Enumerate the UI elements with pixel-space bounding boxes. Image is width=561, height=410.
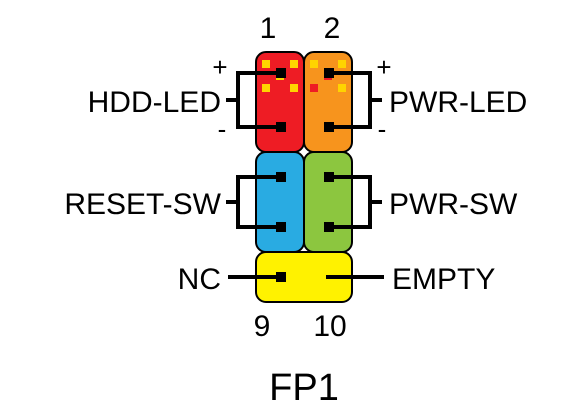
nc-label: NC xyxy=(178,263,221,296)
hdd-led-plus-marker: + xyxy=(212,52,227,82)
pwr-led-plus-marker: + xyxy=(376,52,391,82)
right-connector-lines xyxy=(326,71,384,279)
reset-sw-label: RESET-SW xyxy=(64,188,221,221)
pwr-sw-pin-block xyxy=(303,151,353,253)
hdd-led-label: HDD-LED xyxy=(88,86,221,119)
pin-number-2: 2 xyxy=(324,12,341,45)
reset-sw-pin-block xyxy=(255,151,305,253)
left-connector-lines xyxy=(226,71,281,279)
pin-number-9: 9 xyxy=(254,310,271,343)
pwr-led-minus-marker: - xyxy=(378,114,387,144)
pin-number-1: 1 xyxy=(260,12,277,45)
hdd-led-minus-marker: - xyxy=(218,114,227,144)
empty-label: EMPTY xyxy=(392,263,495,296)
header-name: FP1 xyxy=(269,367,339,409)
pwr-sw-label: PWR-SW xyxy=(389,188,518,221)
pin-number-10: 10 xyxy=(313,310,346,343)
pwr-led-label: PWR-LED xyxy=(389,86,527,119)
